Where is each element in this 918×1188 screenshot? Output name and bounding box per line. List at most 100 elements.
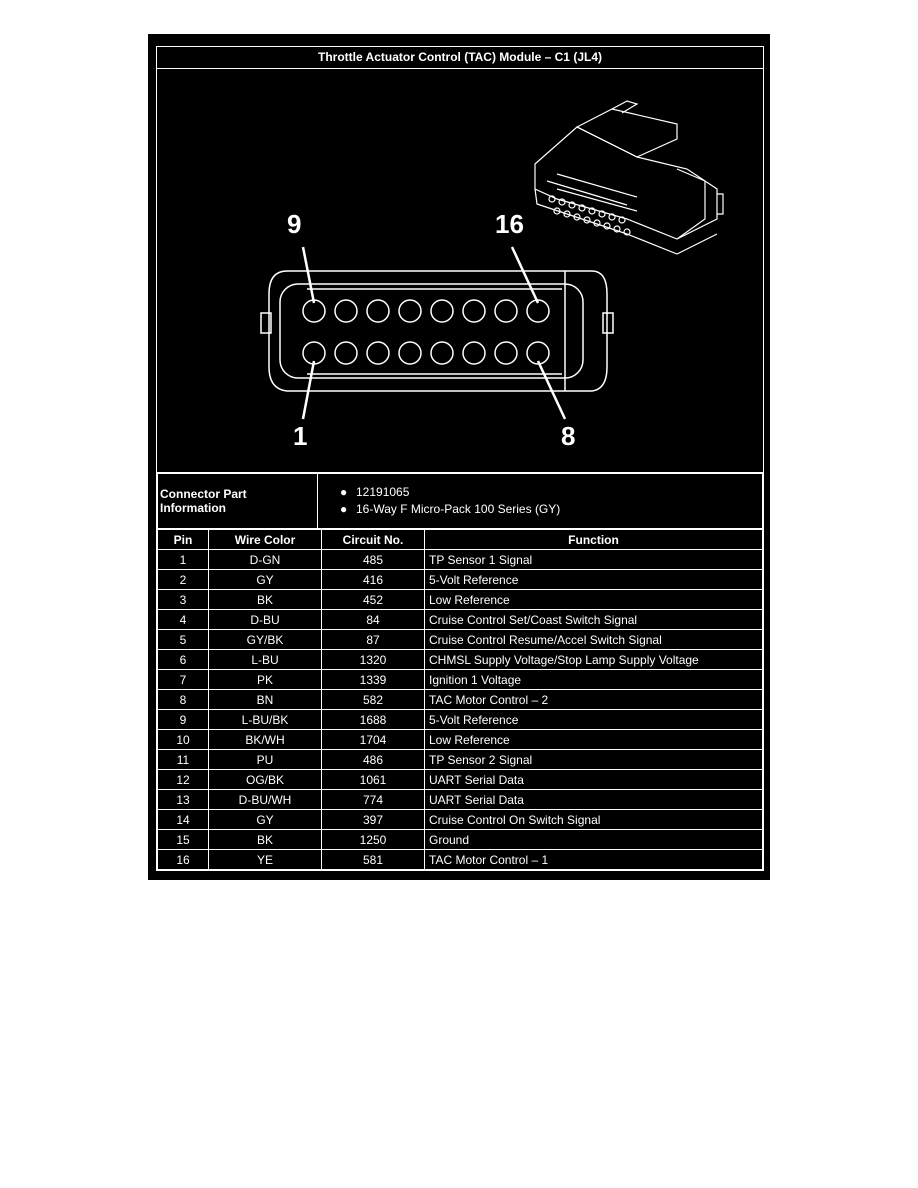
cell-pin: 11	[157, 749, 209, 770]
cell-wire-color: L-BU	[208, 649, 322, 670]
pin-label-16: 16	[495, 209, 524, 239]
pinout-header-row: Pin Wire Color Circuit No. Function	[157, 529, 763, 550]
cell-wire-color: BK/WH	[208, 729, 322, 750]
cell-circuit-no: 774	[321, 789, 425, 810]
cell-circuit-no: 87	[321, 629, 425, 650]
cell-function: CHMSL Supply Voltage/Stop Lamp Supply Vo…	[424, 649, 763, 670]
cell-wire-color: L-BU/BK	[208, 709, 322, 730]
cell-circuit-no: 581	[321, 849, 425, 870]
leader-lines	[301, 246, 567, 420]
connector-diagram: 9 16 1 8	[157, 69, 763, 473]
cell-circuit-no: 84	[321, 609, 425, 630]
connector-face	[260, 270, 614, 392]
cell-circuit-no: 1704	[321, 729, 425, 750]
cell-circuit-no: 1688	[321, 709, 425, 730]
cell-wire-color: PK	[208, 669, 322, 690]
cell-function: Cruise Control Set/Coast Switch Signal	[424, 609, 763, 630]
cell-circuit-no: 416	[321, 569, 425, 590]
cell-wire-color: BN	[208, 689, 322, 710]
cell-pin: 8	[157, 689, 209, 710]
part-info-item: ●12191065	[340, 485, 410, 499]
pin-holes	[302, 299, 550, 365]
cell-function: Cruise Control Resume/Accel Switch Signa…	[424, 629, 763, 650]
cell-function: UART Serial Data	[424, 769, 763, 790]
cell-pin: 6	[157, 649, 209, 670]
cell-pin: 4	[157, 609, 209, 630]
cell-pin: 16	[157, 849, 209, 870]
pin-hole-15	[494, 299, 518, 323]
cell-circuit-no: 452	[321, 589, 425, 610]
cell-wire-color: PU	[208, 749, 322, 770]
pin-hole-16	[526, 299, 550, 323]
pin-hole-4	[398, 341, 422, 365]
cell-circuit-no: 582	[321, 689, 425, 710]
cell-wire-color: YE	[208, 849, 322, 870]
cell-pin: 13	[157, 789, 209, 810]
part-info-item: ●16-Way F Micro-Pack 100 Series (GY)	[340, 502, 561, 516]
cell-pin: 2	[157, 569, 209, 590]
cell-wire-color: GY	[208, 569, 322, 590]
cell-function: UART Serial Data	[424, 789, 763, 810]
header-pin: Pin	[157, 529, 209, 550]
cell-pin: 15	[157, 829, 209, 850]
cell-pin: 1	[157, 549, 209, 570]
cell-wire-color: BK	[208, 829, 322, 850]
cell-circuit-no: 1061	[321, 769, 425, 790]
header-function: Function	[424, 529, 763, 550]
connector-document: Throttle Actuator Control (TAC) Module –…	[148, 34, 770, 880]
pin-hole-10	[334, 299, 358, 323]
cell-function: Cruise Control On Switch Signal	[424, 809, 763, 830]
cell-function: TAC Motor Control – 2	[424, 689, 763, 710]
cell-pin: 3	[157, 589, 209, 610]
pin-hole-11	[366, 299, 390, 323]
cell-function: Ground	[424, 829, 763, 850]
pin-hole-3	[366, 341, 390, 365]
cell-circuit-no: 397	[321, 809, 425, 830]
cell-circuit-no: 485	[321, 549, 425, 570]
pin-hole-2	[334, 341, 358, 365]
cell-circuit-no: 486	[321, 749, 425, 770]
cell-pin: 7	[157, 669, 209, 690]
cell-pin: 5	[157, 629, 209, 650]
connector-part-info-values: ●12191065 ●16-Way F Micro-Pack 100 Serie…	[317, 473, 763, 529]
pin-hole-8	[526, 341, 550, 365]
cell-pin: 14	[157, 809, 209, 830]
connector-part-info-label: Connector Part Information	[157, 473, 318, 529]
pin-label-9: 9	[287, 209, 302, 239]
header-wire-color: Wire Color	[208, 529, 322, 550]
cell-function: TP Sensor 2 Signal	[424, 749, 763, 770]
cell-function: 5-Volt Reference	[424, 569, 763, 590]
cell-function: Ignition 1 Voltage	[424, 669, 763, 690]
pin-label-8: 8	[561, 421, 576, 451]
cell-function: TAC Motor Control – 1	[424, 849, 763, 870]
connector-face-drawing	[260, 100, 724, 420]
cell-wire-color: D-GN	[208, 549, 322, 570]
cell-pin: 9	[157, 709, 209, 730]
pin-hole-6	[462, 341, 486, 365]
cell-wire-color: D-BU	[208, 609, 322, 630]
header-circuit-no: Circuit No.	[321, 529, 425, 550]
pin-hole-1	[302, 341, 326, 365]
cell-function: Low Reference	[424, 729, 763, 750]
pin-hole-12	[398, 299, 422, 323]
cell-circuit-no: 1339	[321, 669, 425, 690]
cell-wire-color: OG/BK	[208, 769, 322, 790]
cell-pin: 12	[157, 769, 209, 790]
cell-wire-color: GY/BK	[208, 629, 322, 650]
cell-function: TP Sensor 1 Signal	[424, 549, 763, 570]
